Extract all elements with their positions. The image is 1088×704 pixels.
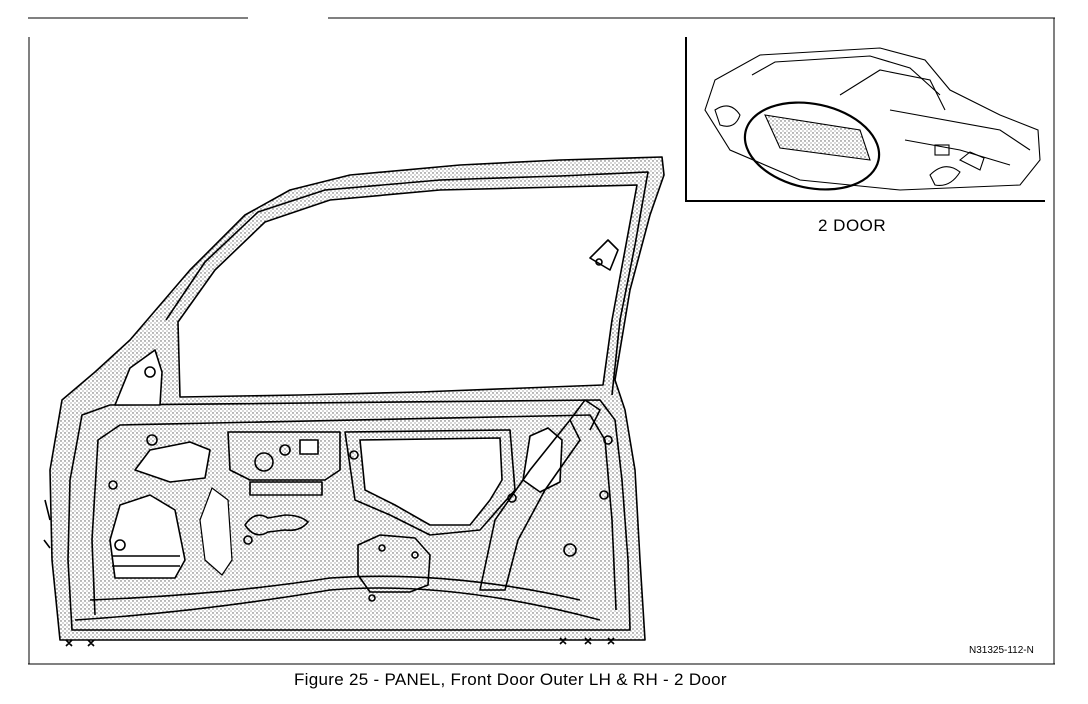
inset-caption: 2 DOOR — [818, 216, 887, 235]
figure-frame — [28, 17, 1055, 665]
figure-id-code: N31325-112-N — [969, 645, 1034, 656]
car-body-sketch — [704, 47, 1041, 191]
figure-caption: Figure 25 - PANEL, Front Door Outer LH &… — [294, 670, 727, 689]
inset-view-box — [685, 37, 1045, 202]
door-panel-drawing — [43, 156, 665, 647]
